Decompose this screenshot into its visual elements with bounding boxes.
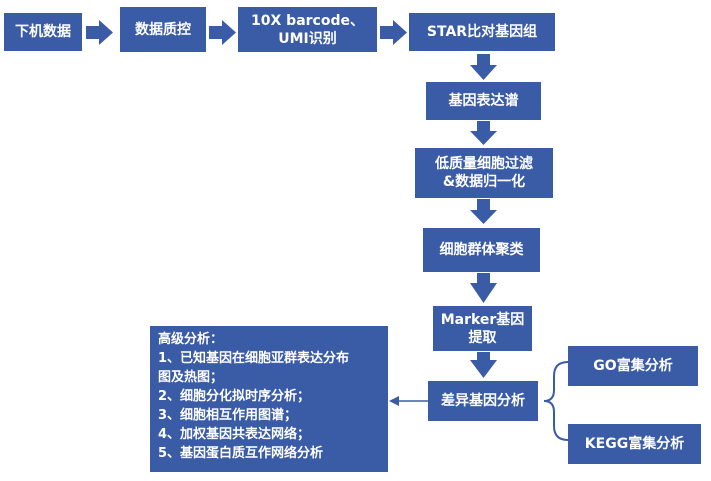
advanced-analysis-box: 高级分析： 1、已知基因在细胞亚群表达分布 图及热图； 2、细胞分化拟时序分析；…	[150, 326, 388, 472]
step-download: 下机数据	[4, 13, 82, 51]
step-marker-line2: 提取	[468, 329, 497, 346]
step-kegg-enrichment: KEGG富集分析	[568, 424, 701, 464]
step-barcode-umi: 10X barcode、 UMI识别	[238, 7, 377, 52]
advanced-item-5: 5、基因蛋白质互作网络分析	[158, 446, 324, 461]
step-differential-genes-label: 差异基因分析	[441, 393, 525, 409]
step-quality-control-label: 数据质控	[135, 21, 191, 38]
step-barcode-line2: UMI识别	[278, 30, 337, 47]
arrow-qc-to-barcode	[209, 20, 236, 45]
advanced-item-1-line1: 1、已知基因在细胞亚群表达分布	[158, 351, 350, 366]
step-barcode-line1: 10X barcode、	[251, 12, 364, 29]
step-filter-line1: 低质量细胞过滤	[435, 156, 533, 172]
arrow-filter-to-cluster	[470, 199, 497, 224]
advanced-title: 高级分析：	[158, 332, 224, 347]
arrow-diff-to-advanced	[389, 396, 428, 406]
advanced-item-3: 3、细胞相互作用图谱；	[158, 408, 298, 423]
advanced-item-2: 2、细胞分化拟时序分析；	[158, 389, 311, 404]
step-quality-control: 数据质控	[120, 7, 206, 52]
step-filter-normalize: 低质量细胞过滤 &数据归一化	[415, 148, 553, 198]
step-filter-line2: &数据归一化	[442, 174, 526, 190]
step-star-alignment-label: STAR比对基因组	[426, 24, 538, 40]
arrow-download-to-qc	[86, 20, 113, 45]
arrow-expr-to-filter	[470, 121, 497, 145]
arrow-barcode-to-star	[380, 20, 407, 45]
step-clustering-label: 细胞群体聚类	[439, 242, 524, 258]
step-differential-genes: 差异基因分析	[428, 381, 538, 421]
step-go-enrichment-label: GO富集分析	[593, 358, 673, 374]
step-marker-line1: Marker基因	[440, 311, 525, 328]
step-marker-genes: Marker基因 提取	[433, 306, 532, 351]
advanced-item-1-line2: 图及热图；	[158, 370, 224, 385]
advanced-item-4: 4、加权基因共表达网络；	[158, 427, 311, 442]
arrow-marker-to-diff	[470, 352, 497, 378]
arrow-star-to-expr	[470, 54, 497, 80]
step-expression-profile: 基因表达谱	[426, 82, 541, 120]
step-star-alignment: STAR比对基因组	[409, 13, 555, 51]
step-expression-profile-label: 基因表达谱	[448, 93, 519, 109]
step-download-label: 下机数据	[15, 24, 71, 40]
curly-brace	[543, 361, 569, 441]
step-kegg-enrichment-label: KEGG富集分析	[584, 436, 685, 452]
arrow-cluster-to-marker	[470, 273, 497, 303]
step-clustering: 细胞群体聚类	[423, 228, 540, 272]
step-go-enrichment: GO富集分析	[568, 346, 698, 386]
